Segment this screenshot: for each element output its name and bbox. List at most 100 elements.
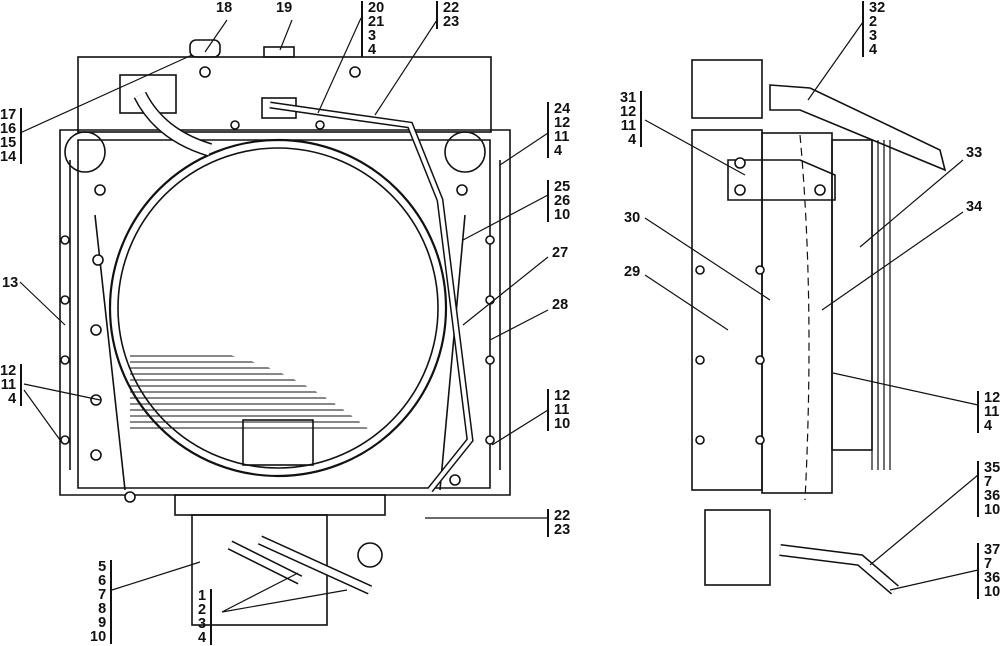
callout-number: 16 (0, 121, 17, 137)
sensor-plug (263, 46, 295, 58)
callout-number: 36 (984, 488, 1000, 504)
mount-boss-left (64, 131, 106, 173)
callout-number: 3 (198, 616, 207, 632)
callout-number: 1 (198, 588, 207, 604)
side-tank-top (691, 59, 763, 119)
callout-number: 10 (90, 629, 107, 645)
callout-number: 20 (368, 0, 385, 16)
callout-number: 11 (554, 402, 570, 418)
callout-number: 10 (554, 207, 571, 223)
callout-number: 11 (620, 118, 637, 134)
callout-number: 29 (624, 264, 641, 280)
callout-number: 11 (984, 404, 1000, 420)
callout-30: 30 (624, 210, 641, 226)
callout-number: 10 (984, 502, 1000, 518)
callout-number: 22 (443, 0, 460, 16)
callout-number: 17 (0, 107, 17, 123)
callout-number: 4 (984, 418, 993, 434)
callout-number: 3 (368, 28, 377, 44)
fan-shroud-ring (108, 138, 448, 478)
callout-number: 26 (554, 193, 571, 209)
callout-number: 12 (984, 390, 1000, 406)
callout-number: 7 (984, 556, 993, 572)
top-tank (77, 56, 492, 133)
callout-number: 34 (966, 199, 983, 215)
outlet-plate (191, 514, 328, 626)
callout-number: 5 (98, 559, 107, 575)
front-view (59, 39, 511, 626)
callout-number: 4 (869, 42, 878, 58)
side-hose (769, 84, 947, 172)
callout-number: 12 (620, 104, 637, 120)
callout-number: 23 (554, 522, 571, 538)
callout-number: 9 (98, 615, 107, 631)
callout-number: 4 (368, 42, 377, 58)
callout-number: 7 (98, 587, 107, 603)
callout-number: 14 (0, 149, 17, 165)
callout-number: 11 (0, 377, 17, 393)
callout-number: 6 (98, 573, 107, 589)
mount-bracket (727, 159, 836, 201)
callout-number: 2 (869, 14, 878, 30)
callout-number: 12 (554, 115, 571, 131)
callout-number: 36 (984, 570, 1000, 586)
callout-13: 13 (2, 275, 19, 291)
callout-number: 22 (554, 508, 571, 524)
callout-number: 35 (984, 460, 1000, 476)
side-view (691, 59, 947, 595)
callout-number: 18 (216, 0, 233, 16)
callout-number: 4 (198, 630, 207, 646)
callout-number: 2 (198, 602, 207, 618)
frame-outer (59, 129, 511, 496)
callout-number: 12 (554, 388, 571, 404)
callout-number: 37 (984, 542, 1000, 558)
callout-number: 19 (276, 0, 293, 16)
callout-number: 11 (554, 129, 570, 145)
callout-number: 31 (620, 90, 637, 106)
radiator-core-hatch (130, 355, 372, 429)
filler-cap (189, 39, 221, 58)
callout-number: 28 (552, 297, 569, 313)
leader-lines (19, 17, 979, 613)
side-outlet (704, 509, 771, 586)
callout-29: 29 (624, 264, 641, 280)
callout-18: 18 (216, 0, 233, 16)
callout-number: 4 (8, 391, 17, 407)
callout-number: 4 (628, 132, 637, 148)
callout-number: 25 (554, 179, 571, 195)
callout-33: 33 (966, 145, 983, 161)
callout-number: 30 (624, 210, 641, 226)
callout-number: 3 (869, 28, 878, 44)
callout-number: 24 (554, 101, 571, 117)
callout-number: 13 (2, 275, 19, 291)
callout-number: 7 (984, 474, 993, 490)
callout-number: 10 (984, 584, 1000, 600)
callout-number: 23 (443, 14, 460, 30)
callout-number: 21 (368, 14, 385, 30)
callout-number: 8 (98, 601, 107, 617)
callout-number: 15 (0, 135, 17, 151)
callout-number: 33 (966, 145, 983, 161)
callout-number: 4 (554, 143, 563, 159)
callout-27: 27 (552, 246, 568, 261)
callout-number: 10 (554, 416, 571, 432)
callout-number: 32 (869, 0, 886, 16)
callout-19: 19 (276, 0, 293, 16)
